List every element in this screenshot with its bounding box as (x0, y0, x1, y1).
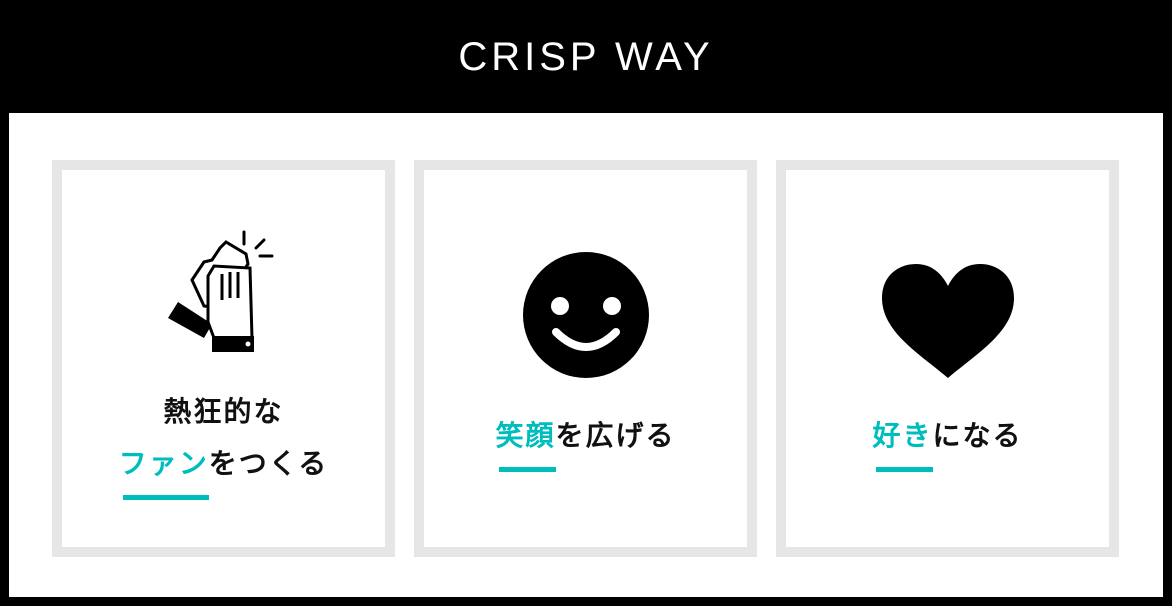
heart-icon (881, 264, 1014, 378)
card-rest-text: をつくる (208, 447, 329, 480)
card-text: 好きになる (786, 410, 1109, 472)
header: CRISP WAY (0, 0, 1172, 113)
card-love: 好きになる (776, 160, 1119, 557)
card-text: 笑顔を広げる (424, 410, 747, 472)
page-title: CRISP WAY (458, 35, 714, 79)
card-text: 熱狂的な ファンをつくる (62, 386, 385, 500)
smiley-face-icon (522, 252, 649, 378)
card-accent-text: ファン (119, 438, 209, 500)
card-rest-text: を広げる (555, 419, 676, 452)
card-fans: 熱狂的な ファンをつくる (52, 160, 395, 557)
card-smiles: 笑顔を広げる (414, 160, 757, 557)
card-line1: 熱狂的な (163, 395, 284, 428)
card-rest-text: になる (932, 419, 1023, 452)
card-accent-text: 笑顔 (495, 410, 556, 472)
clapping-hands-icon (167, 230, 273, 352)
card-accent-text: 好き (872, 410, 933, 472)
